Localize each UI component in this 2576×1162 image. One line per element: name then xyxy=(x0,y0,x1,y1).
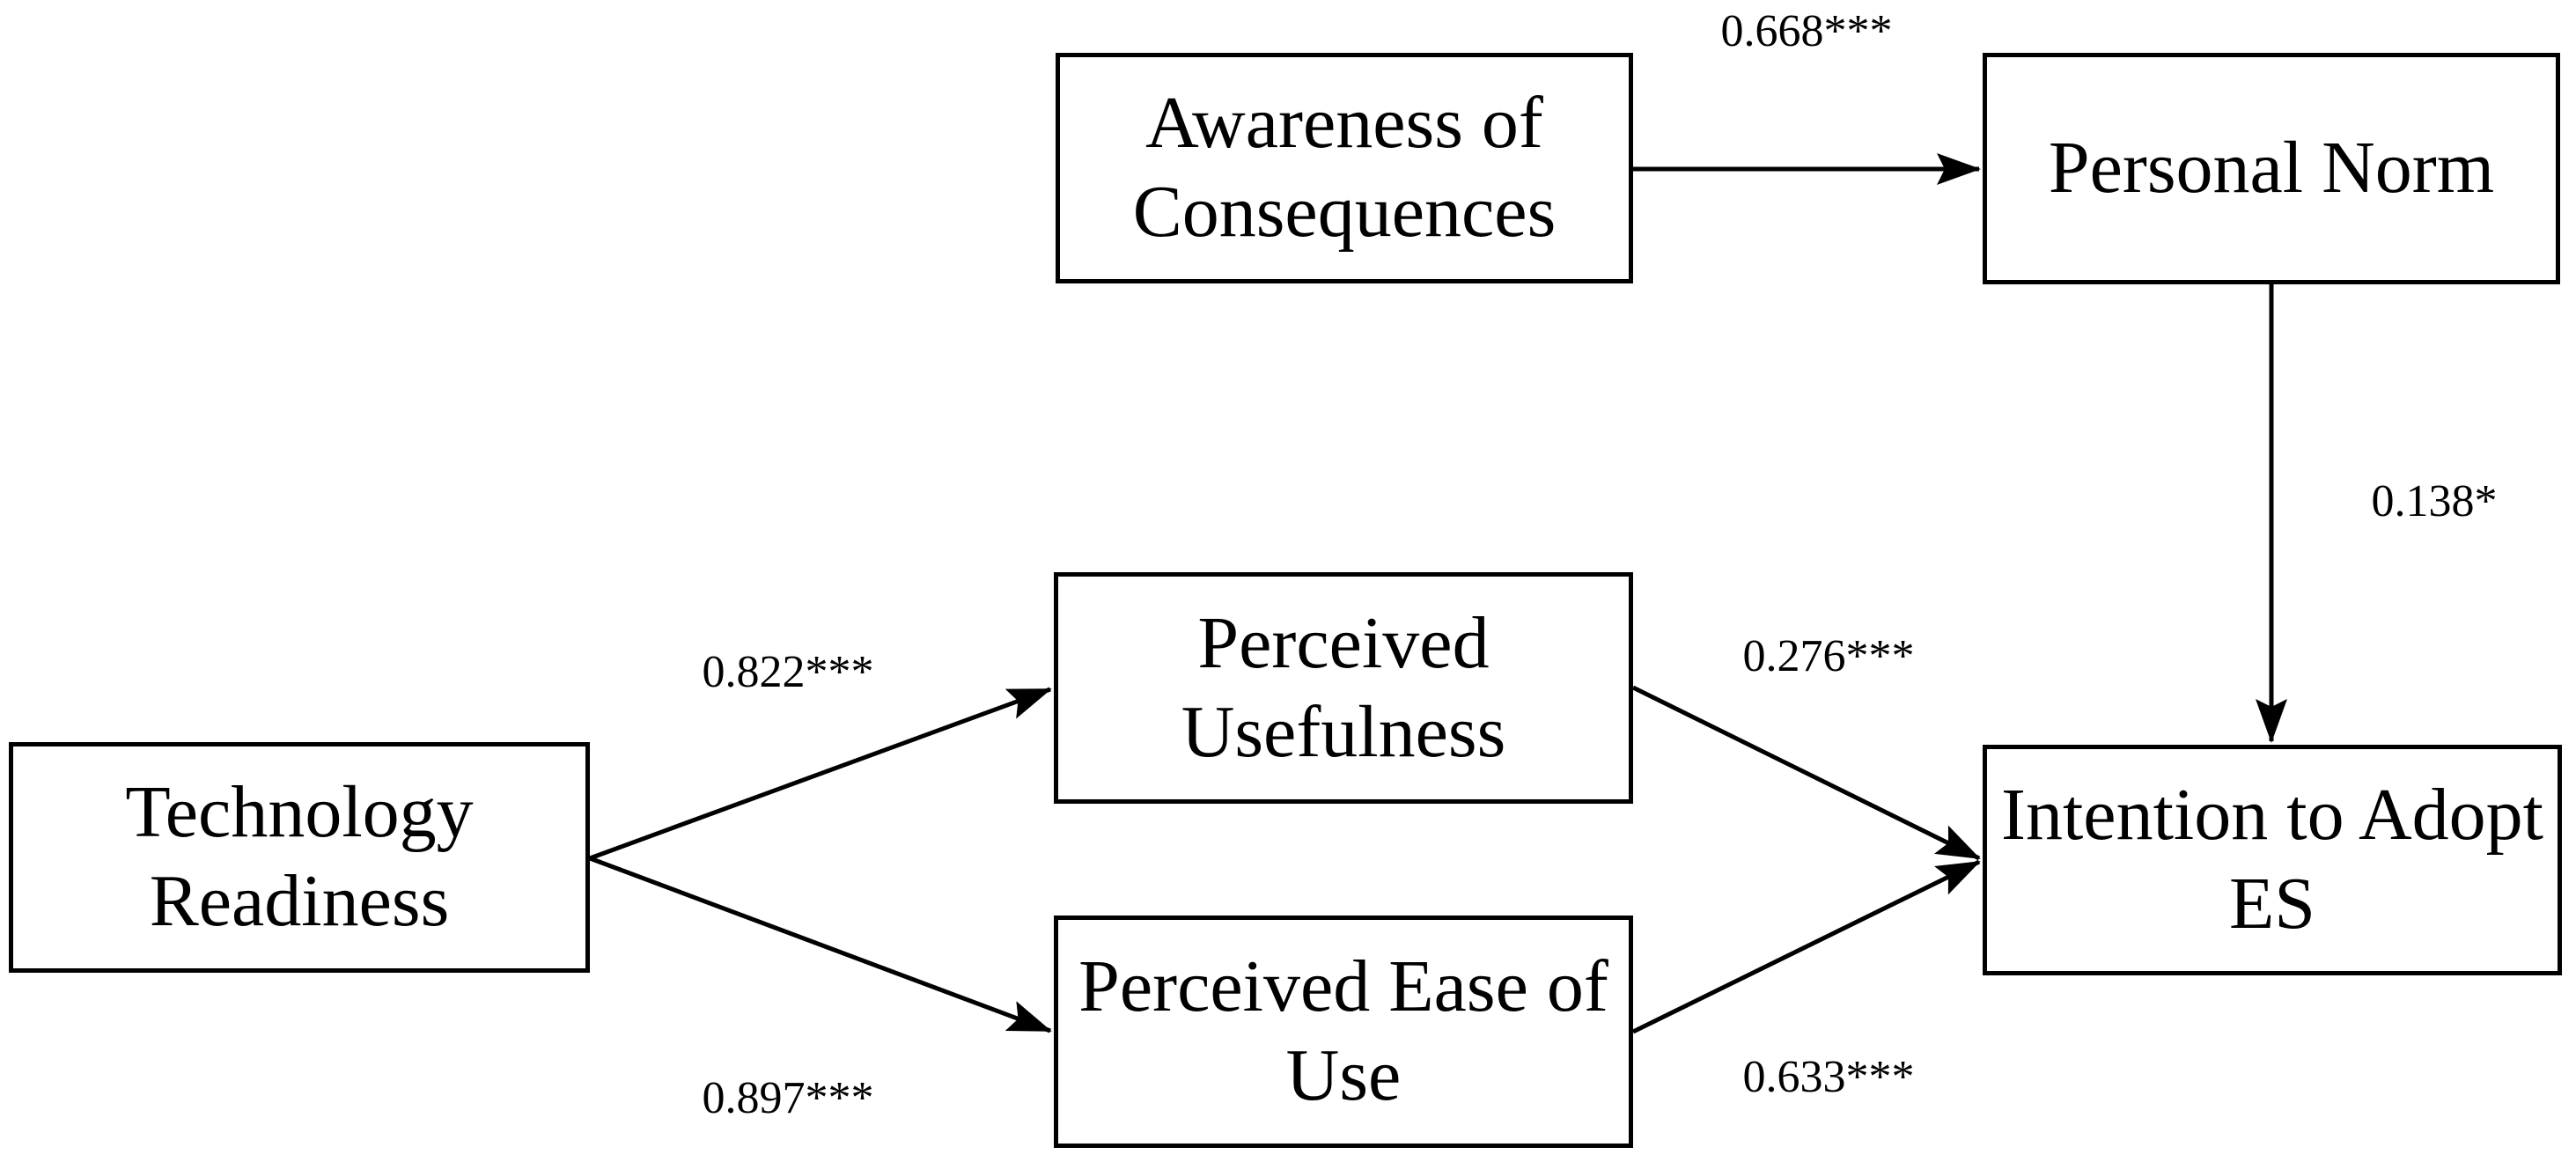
node-label-awareness-of-consequences: Awareness of Consequences xyxy=(1132,82,1557,253)
node-perceived-ease-of-use: Perceived Ease of Use xyxy=(1054,916,1633,1148)
arrow-perceived-usefulness-to-intention xyxy=(1631,685,1981,861)
node-personal-norm: Personal Norm xyxy=(1983,53,2560,284)
node-label-perceived-usefulness: Perceived Usefulness xyxy=(1181,601,1506,773)
node-label-perceived-ease-of-use: Perceived Ease of Use xyxy=(1078,945,1608,1116)
node-technology-readiness: Technology Readiness xyxy=(9,742,590,973)
edge-coefficient-perceived-usefulness-to-intention: 0.276*** xyxy=(1742,631,1915,681)
node-label-personal-norm: Personal Norm xyxy=(2048,127,2495,210)
edge-coefficient-perceived-ease-of-use-to-intention: 0.633*** xyxy=(1742,1052,1915,1102)
arrow-technology-readiness-to-perceived-usefulness xyxy=(589,687,1052,861)
node-perceived-usefulness: Perceived Usefulness xyxy=(1054,572,1633,804)
arrow-technology-readiness-to-perceived-ease-of-use xyxy=(589,856,1052,1033)
edge-coefficient-technology-readiness-to-perceived-usefulness: 0.822*** xyxy=(702,647,874,697)
edge-coefficient-technology-readiness-to-perceived-ease-of-use: 0.897*** xyxy=(702,1073,874,1123)
arrow-perceived-ease-of-use-to-intention xyxy=(1631,859,1981,1034)
edge-coefficient-awareness-to-personal-norm: 0.668*** xyxy=(1720,6,1893,56)
edge-coefficient-personal-norm-to-intention: 0.138* xyxy=(2371,476,2498,526)
node-awareness-of-consequences: Awareness of Consequences xyxy=(1056,53,1633,283)
node-label-intention-to-adopt-es: Intention to Adopt ES xyxy=(2001,774,2543,945)
node-label-technology-readiness: Technology Readiness xyxy=(125,771,474,942)
node-intention-to-adopt-es: Intention to Adopt ES xyxy=(1983,745,2562,975)
